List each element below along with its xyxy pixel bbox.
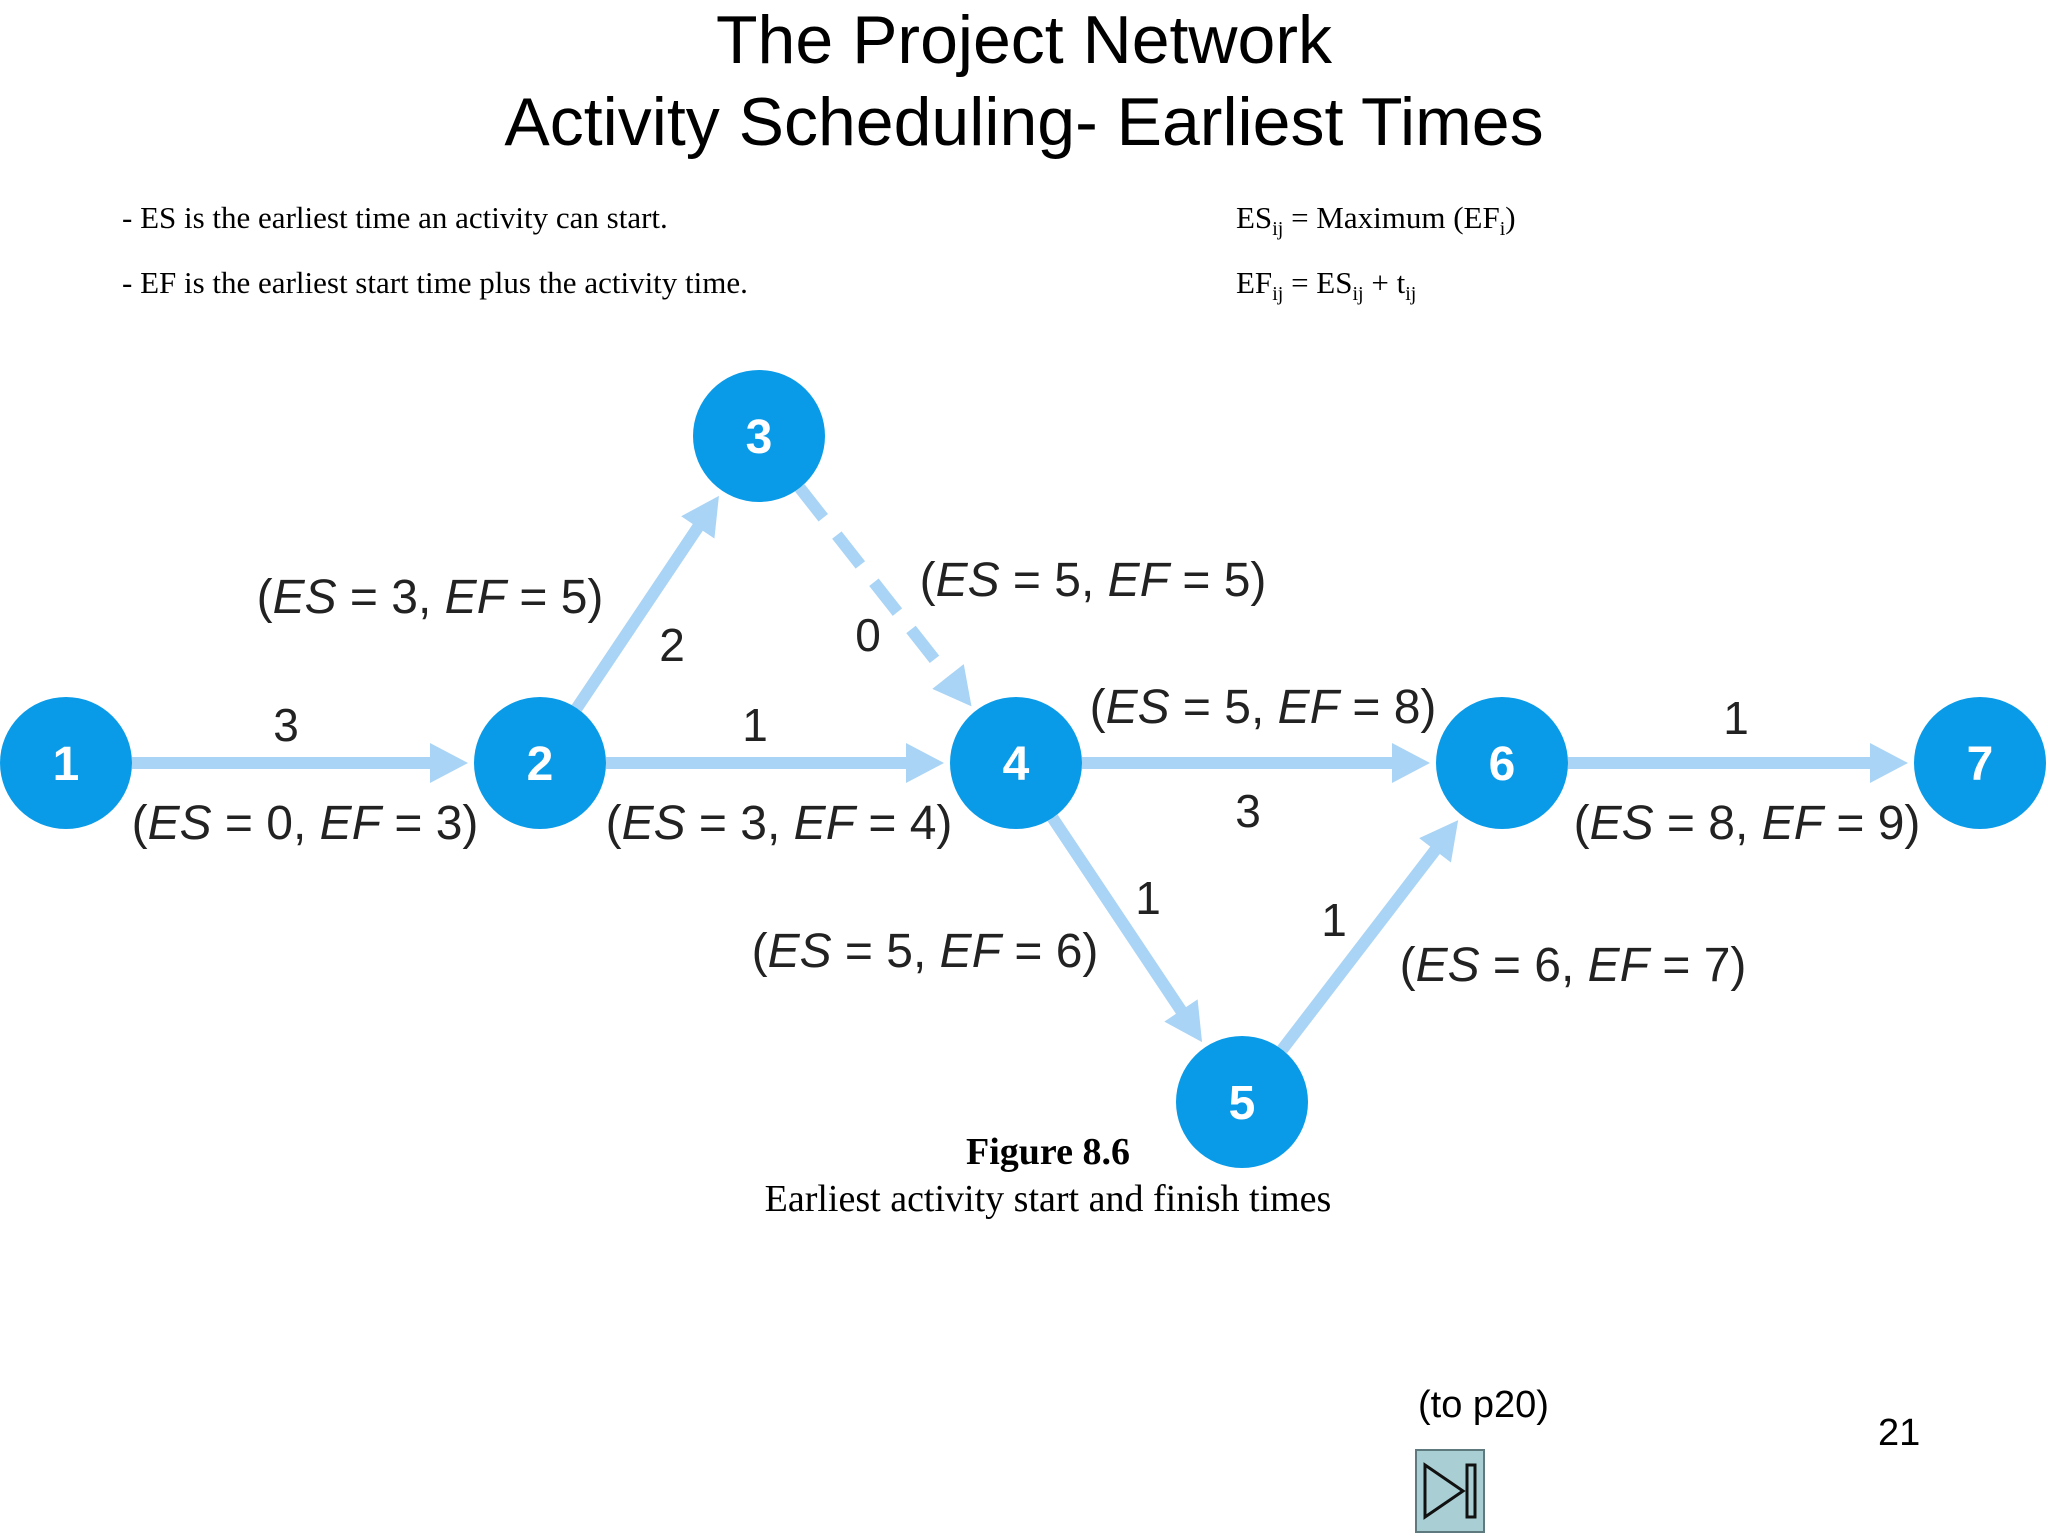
arrow-shaft xyxy=(571,522,704,712)
network-node-2: 2 xyxy=(474,697,606,829)
node-circle xyxy=(474,697,606,829)
arrow-shaft xyxy=(1277,845,1442,1054)
formula-es-mid-sub: i xyxy=(1499,218,1506,241)
activity-arrow-1-2 xyxy=(132,743,468,783)
figure-caption-title: Figure 8.6 xyxy=(966,1131,1130,1173)
node-label: 6 xyxy=(1489,738,1516,791)
activity-times-5-6: (ES = 6, EF = 7) xyxy=(1400,939,1747,992)
activity-duration-2-4: 1 xyxy=(742,699,768,751)
activity-arrow-5-6 xyxy=(1277,820,1459,1054)
network-node-3: 3 xyxy=(693,370,825,502)
network-node-7: 7 xyxy=(1914,697,2046,829)
node-label: 7 xyxy=(1967,738,1994,791)
page-number: 21 xyxy=(1878,1412,1921,1454)
arrow-shaft xyxy=(795,484,954,682)
formula-es-lhs-sub: ij xyxy=(1272,218,1284,241)
arrow-head xyxy=(430,743,468,783)
node-circle xyxy=(1176,1036,1308,1168)
activity-duration-5-6: 1 xyxy=(1321,894,1347,946)
node-label: 4 xyxy=(1003,738,1030,791)
activity-duration-2-3: 2 xyxy=(659,619,685,671)
node-circle xyxy=(1436,697,1568,829)
activity-arrow-3-4 xyxy=(795,484,972,707)
formula-es-mid: = Maximum (EF xyxy=(1283,200,1500,235)
node-circle xyxy=(693,370,825,502)
activity-arrow-4-5 xyxy=(1047,814,1203,1043)
network-node-1: 1 xyxy=(0,697,132,829)
node-label: 3 xyxy=(746,411,773,464)
arrow-head xyxy=(906,743,944,783)
formula-es-lhs: ES xyxy=(1236,200,1273,235)
formula-ef-lhs: EF xyxy=(1236,265,1273,300)
node-circle xyxy=(950,697,1082,829)
activity-times-1-2: (ES = 0, EF = 3) xyxy=(132,797,479,850)
next-slide-button[interactable] xyxy=(1415,1449,1485,1533)
back-link-text: (to p20) xyxy=(1418,1384,1549,1426)
figure-caption-description: Earliest activity start and finish times xyxy=(764,1178,1332,1220)
activity-arrow-2-4 xyxy=(606,743,944,783)
arrow-head xyxy=(1419,820,1459,863)
arrow-head xyxy=(932,664,972,707)
activity-times-6-7: (ES = 8, EF = 9) xyxy=(1574,797,1921,850)
activity-duration-4-5: 1 xyxy=(1135,872,1161,924)
activity-times-2-4: (ES = 3, EF = 4) xyxy=(606,797,953,850)
play-next-icon xyxy=(1423,1462,1477,1520)
formula-ef-mid: = ES xyxy=(1283,265,1353,300)
node-circle xyxy=(0,697,132,829)
activity-arrow-6-7 xyxy=(1568,743,1908,783)
title-line-1: The Project Network xyxy=(716,2,1332,78)
node-label: 2 xyxy=(527,738,554,791)
activity-times-4-6: (ES = 5, EF = 8) xyxy=(1090,681,1437,734)
formula-es: ESij = Maximum (EFi) xyxy=(1236,200,1516,241)
formula-ef-lhs-sub: ij xyxy=(1272,283,1284,306)
formula-es-end: ) xyxy=(1505,200,1516,235)
activity-arrow-4-6 xyxy=(1082,743,1430,783)
activity-times-2-3: (ES = 3, EF = 5) xyxy=(257,571,604,624)
activity-duration-1-2: 3 xyxy=(273,699,299,751)
node-circle xyxy=(1914,697,2046,829)
network-node-4: 4 xyxy=(950,697,1082,829)
title-line-2: Activity Scheduling- Earliest Times xyxy=(504,84,1544,160)
node-label: 5 xyxy=(1229,1077,1256,1130)
network-node-6: 6 xyxy=(1436,697,1568,829)
formula-ef: EFij = ESij + tij xyxy=(1236,265,1416,306)
node-label: 1 xyxy=(53,738,80,791)
arrow-shaft xyxy=(1047,814,1188,1016)
arrow-head xyxy=(681,495,719,539)
formula-ef-mid-sub: ij xyxy=(1352,283,1364,306)
arrow-head xyxy=(1164,999,1203,1043)
activity-times-4-5: (ES = 5, EF = 6) xyxy=(752,925,1099,978)
activity-arrow-2-3 xyxy=(571,495,719,712)
activity-duration-6-7: 1 xyxy=(1723,692,1749,744)
activity-times-3-4: (ES = 5, EF = 5) xyxy=(920,554,1267,607)
arrow-head xyxy=(1870,743,1908,783)
formula-ef-plus: + t xyxy=(1363,265,1406,300)
definition-ef: - EF is the earliest start time plus the… xyxy=(122,265,748,300)
formula-ef-plus-sub: ij xyxy=(1405,283,1417,306)
activity-duration-3-4: 0 xyxy=(855,609,881,661)
definition-es: - ES is the earliest time an activity ca… xyxy=(122,200,668,235)
network-node-5: 5 xyxy=(1176,1036,1308,1168)
activity-duration-4-6: 3 xyxy=(1235,785,1261,837)
arrow-head xyxy=(1392,743,1430,783)
